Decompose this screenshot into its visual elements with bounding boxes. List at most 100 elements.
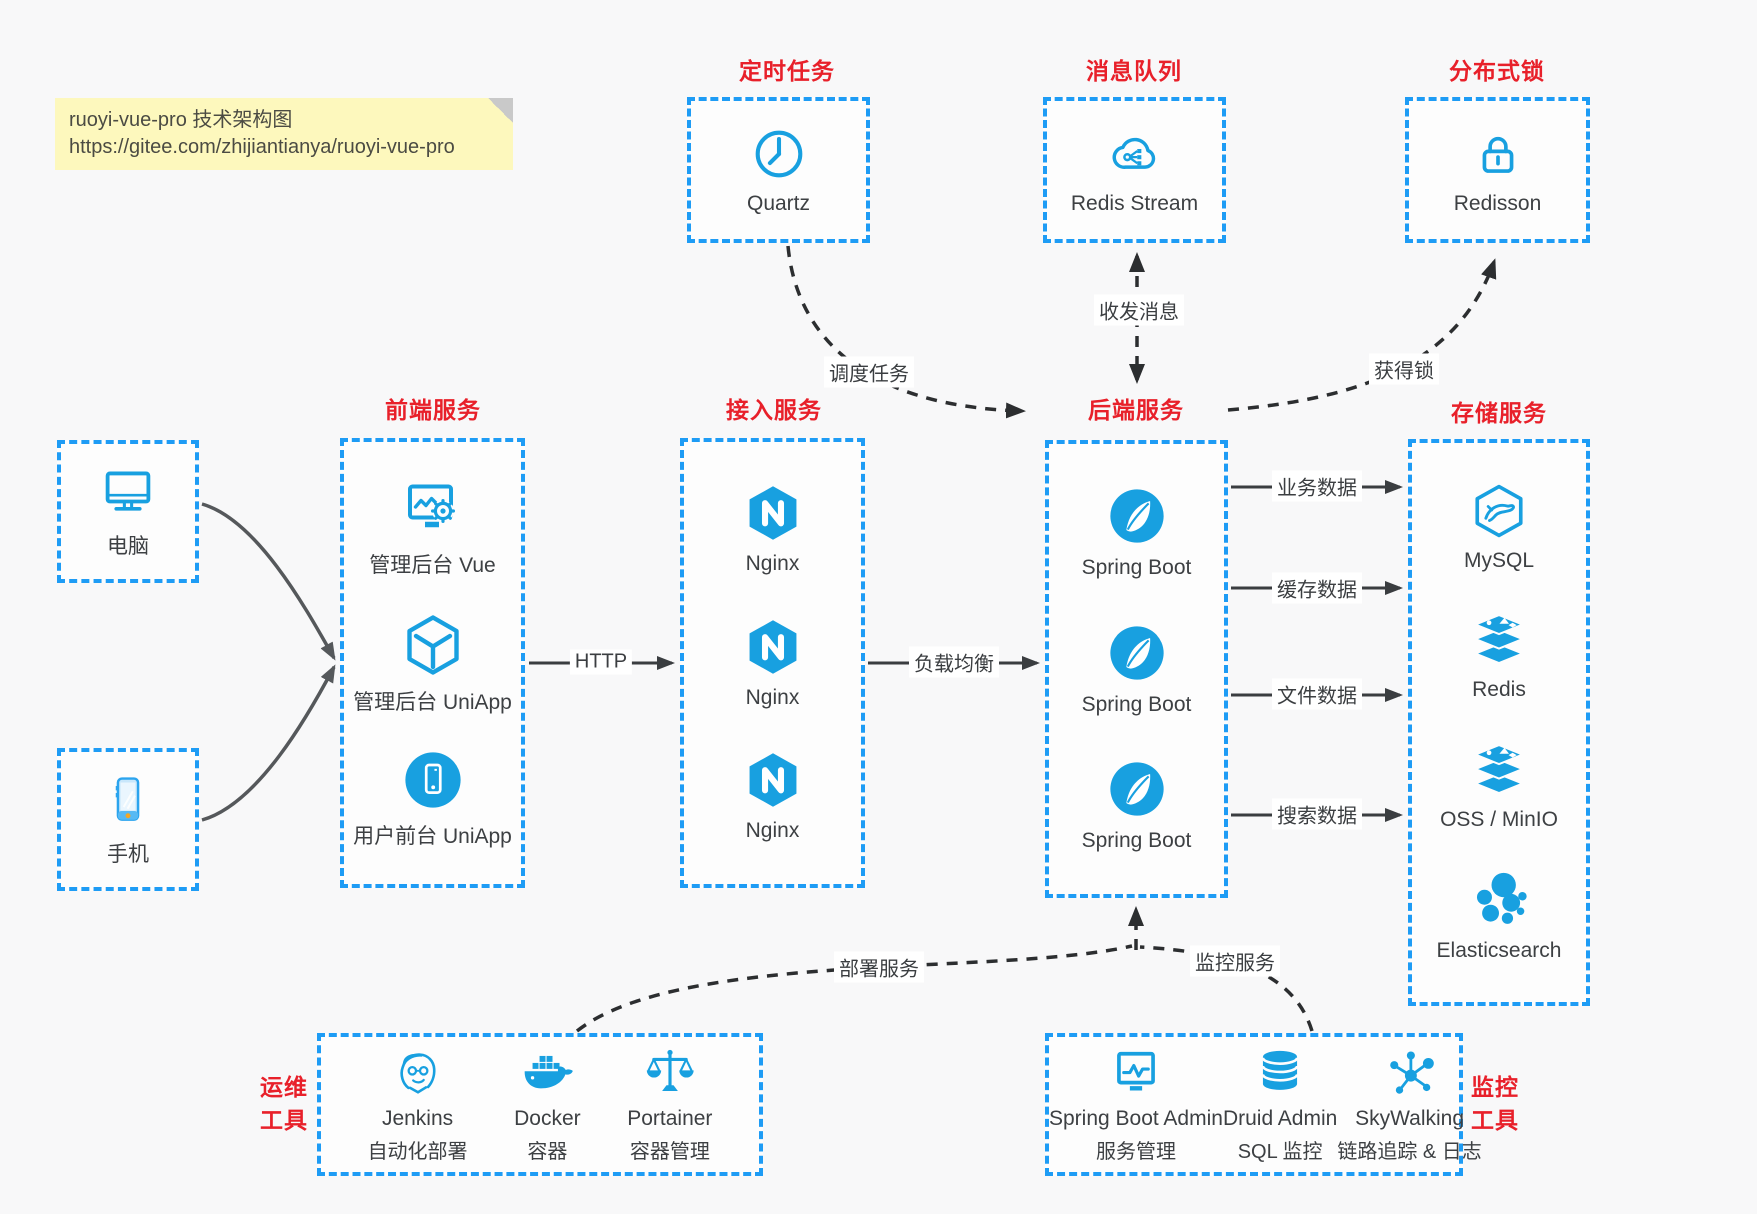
group-title-distributed-lock: 分布式锁 (1449, 58, 1545, 84)
group-title-monitor-tools: 监控 工具 (1471, 1074, 1519, 1133)
mysql-icon (1470, 482, 1528, 540)
group-title-scheduled-job: 定时任务 (739, 58, 835, 84)
druid-icon (1252, 1045, 1308, 1101)
node-mobile: 手机 (100, 771, 156, 868)
mobile-client-box: 手机 (57, 748, 199, 891)
node-label: 手机 (107, 843, 149, 866)
node-mysql: MySQL (1464, 482, 1534, 573)
node-label: Spring Boot (1081, 556, 1192, 580)
ops-tools-box: Jenkins 自动化部署 Docker 容器 (317, 1033, 763, 1176)
node-label: Elasticsearch (1436, 939, 1562, 963)
node-docker: Docker 容器 (514, 1045, 581, 1164)
elasticsearch-icon (1469, 870, 1529, 930)
node-nginx-1: Nginx (743, 483, 803, 576)
backend-box: Spring Boot Spring Boot Spring Boot (1045, 440, 1228, 898)
node-label: Redisson (1453, 191, 1542, 215)
monitor-tools-box: Spring Boot Admin 服务管理 Druid Admin SQL 监… (1045, 1033, 1482, 1176)
gateway-box: Nginx Nginx Nginx (680, 438, 865, 888)
tool-desc: 自动化部署 (367, 1141, 468, 1163)
node-redisson: Redisson (1453, 125, 1542, 216)
cloud-stream-icon (1105, 125, 1165, 183)
docker-icon (518, 1045, 576, 1101)
edge-acquire-lock (1227, 258, 1497, 412)
node-label: 管理后台 UniApp (353, 690, 512, 714)
group-title-ops-tools: 运维 工具 (260, 1074, 308, 1133)
node-quartz: Quartz (747, 125, 810, 216)
node-admin-vue: 管理后台 Vue (369, 476, 496, 579)
node-admin-uniapp: 管理后台 UniApp (353, 613, 512, 716)
sba-icon (1108, 1045, 1164, 1101)
node-pc: 电脑 (99, 463, 157, 560)
tool-name: Spring Boot Admin (1049, 1107, 1223, 1130)
node-nginx-2: Nginx (743, 617, 803, 710)
redis-stack-icon (1470, 741, 1528, 799)
node-jenkins: Jenkins 自动化部署 (368, 1045, 468, 1164)
edge-mobile-to-frontend (201, 664, 336, 822)
tool-name: Portainer (627, 1107, 713, 1130)
redis-stack-icon (1470, 611, 1528, 669)
node-label: Nginx (745, 819, 800, 843)
spring-icon (1106, 485, 1168, 547)
node-spring-boot-admin: Spring Boot Admin 服务管理 (1049, 1045, 1223, 1164)
tool-desc: 容器 (527, 1141, 568, 1163)
node-spring-boot-3: Spring Boot (1082, 758, 1191, 853)
edge-label-message: 收发消息 (1094, 294, 1184, 326)
node-label: Redis (1472, 678, 1526, 702)
storage-box: MySQL Redis (1408, 439, 1590, 1006)
edge-label-business-data: 业务数据 (1272, 470, 1362, 502)
sticky-note: ruoyi-vue-pro 技术架构图 https://gitee.com/zh… (55, 98, 513, 170)
node-label: OSS / MinIO (1440, 807, 1558, 831)
frontend-box: 管理后台 Vue 管理后台 UniApp 用户前台 UniApp (340, 438, 525, 888)
node-label: 电脑 (107, 535, 149, 558)
node-spring-boot-2: Spring Boot (1082, 622, 1191, 717)
node-druid-admin: Druid Admin SQL 监控 (1223, 1045, 1337, 1164)
nginx-icon (743, 750, 803, 810)
desktop-icon (99, 463, 157, 521)
spring-icon (1106, 622, 1168, 684)
edge-label-cache-data: 缓存数据 (1272, 572, 1362, 604)
note-title: ruoyi-vue-pro 技术架构图 (69, 109, 293, 131)
edge-label-monitor: 监控服务 (1190, 945, 1280, 977)
edge-label-acquire-lock: 获得锁 (1369, 353, 1439, 385)
node-label: Nginx (745, 551, 800, 575)
jenkins-icon (390, 1045, 446, 1101)
tool-name: Druid Admin (1222, 1107, 1338, 1130)
note-url: https://gitee.com/zhijiantianya/ruoyi-vu… (69, 136, 455, 158)
tool-desc: SQL 监控 (1237, 1141, 1323, 1163)
node-elasticsearch: Elasticsearch (1436, 870, 1562, 963)
node-label: 用户前台 UniApp (353, 825, 512, 849)
node-skywalking: SkyWalking 链路追踪 & 日志 (1337, 1045, 1482, 1164)
node-label: Quartz (746, 191, 811, 215)
scheduled-job-box: Quartz (687, 97, 870, 243)
user-app-icon (402, 749, 464, 811)
group-title-gateway: 接入服务 (726, 397, 822, 423)
tool-name: Jenkins (381, 1107, 454, 1130)
node-redis-stream: Redis Stream (1071, 125, 1198, 216)
node-oss-minio: OSS / MinIO (1440, 741, 1558, 832)
pc-client-box: 电脑 (57, 440, 199, 583)
tool-desc: 容器管理 (629, 1141, 710, 1163)
node-user-uniapp: 用户前台 UniApp (353, 749, 512, 850)
node-label: Nginx (745, 685, 800, 709)
node-label: MySQL (1463, 548, 1534, 572)
edge-label-load-balance: 负载均衡 (909, 646, 999, 678)
note-fold-corner (488, 98, 513, 123)
tool-desc: 服务管理 (1095, 1141, 1176, 1163)
group-title-storage: 存储服务 (1451, 400, 1547, 426)
nginx-icon (743, 483, 803, 543)
tool-desc: 链路追踪 & 日志 (1337, 1141, 1482, 1163)
node-portainer: Portainer 容器管理 (627, 1045, 712, 1164)
edge-label-http: HTTP (569, 649, 633, 675)
edge-pc-to-frontend (201, 502, 336, 661)
node-label: 管理后台 Vue (369, 553, 496, 577)
smartphone-icon (100, 771, 156, 829)
portainer-icon (642, 1045, 698, 1101)
admin-vue-icon (399, 476, 465, 540)
clock-icon (750, 125, 808, 183)
edge-label-deploy: 部署服务 (834, 951, 924, 983)
node-spring-boot-1: Spring Boot (1081, 485, 1192, 580)
tool-name: Docker (514, 1107, 581, 1130)
edge-label-search-data: 搜索数据 (1272, 798, 1362, 830)
lock-icon (1470, 125, 1526, 183)
